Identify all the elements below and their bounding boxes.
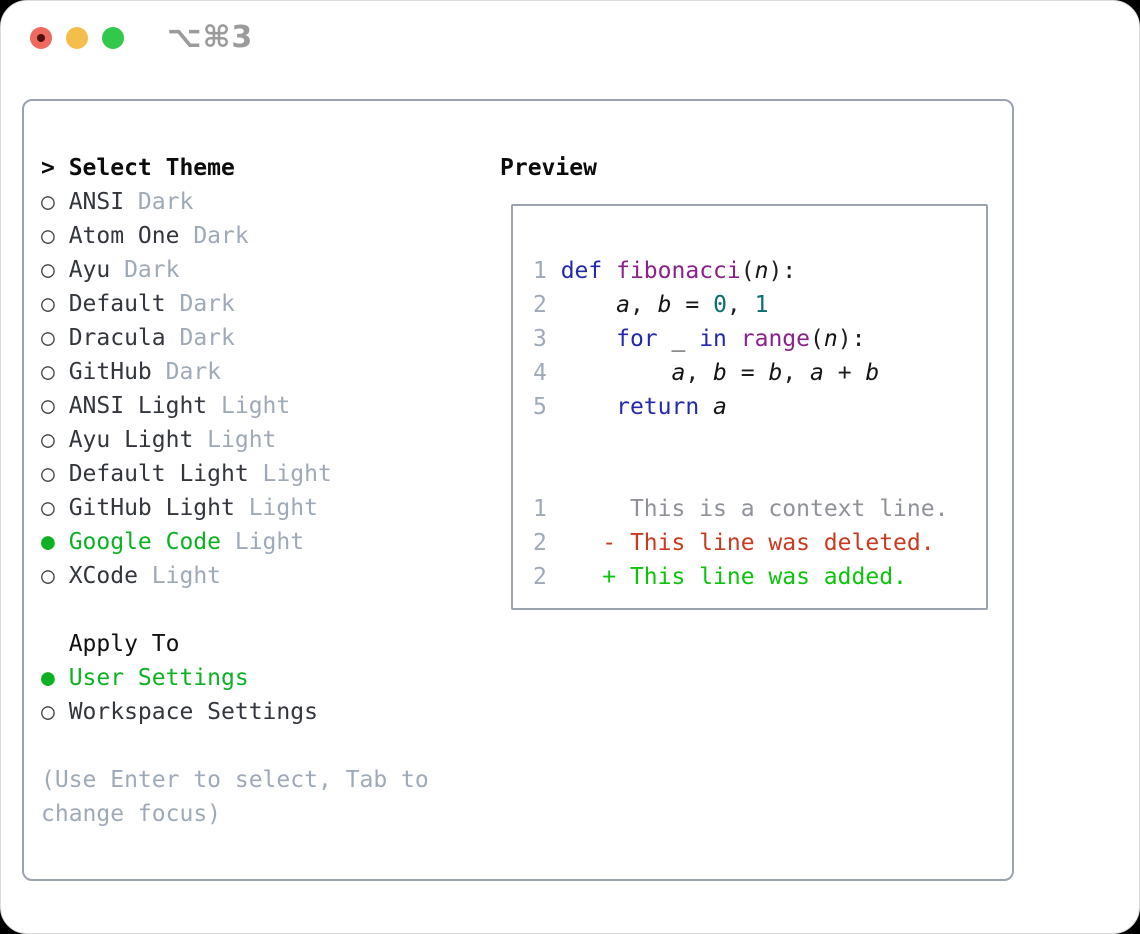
help-text-line-2: change focus) (41, 801, 222, 827)
theme-name: XCode (68, 563, 138, 589)
theme-variant-badge: Dark (110, 257, 180, 283)
select-theme-header: > Select Theme (41, 151, 429, 185)
theme-variant-badge: Light (193, 427, 277, 453)
preview-code-line: 4 a, b = b, a + b (533, 360, 880, 386)
theme-name: GitHub (68, 359, 152, 385)
theme-option-atom-one[interactable]: ○ Atom One Dark (41, 219, 429, 253)
theme-name: Ayu (68, 257, 111, 283)
theme-name: Atom One (68, 223, 180, 249)
apply-options-group: ● User Settings ○ Workspace Settings (41, 661, 429, 729)
zoom-button[interactable] (102, 27, 124, 49)
radio-icon: ○ (41, 223, 55, 249)
theme-variant-badge: Light (207, 393, 291, 419)
preview-code-line: 1 This is a context line. (533, 496, 949, 522)
theme-options-group: ○ ANSI Dark ○ Atom One Dark ○ Ayu Dark ○ Defaul… (41, 185, 429, 593)
code-preview: 1 def fibonacci(n): 2 a, b = 0, 1 3 for _ … (513, 206, 986, 594)
theme-variant-badge: Light (137, 563, 222, 589)
select-theme-label: Select Theme (68, 155, 235, 181)
apply-option-label: User Settings (68, 665, 249, 691)
window-title: ⌥⌘3 (167, 20, 254, 55)
prompt-icon: > (41, 155, 55, 181)
theme-variant-badge: Dark (165, 291, 235, 317)
apply-option-label: Workspace Settings (68, 699, 318, 725)
theme-option-dracula[interactable]: ○ Dracula Dark (41, 321, 429, 355)
theme-option-ayu[interactable]: ○ Ayu Dark (41, 253, 429, 287)
theme-name: ANSI (68, 189, 125, 215)
radio-icon: ○ (41, 257, 55, 283)
help-text-line-1: (Use Enter to select, Tab to (41, 767, 429, 793)
theme-option-ansi-light[interactable]: ○ ANSI Light Light (41, 389, 429, 423)
theme-variant-badge: Dark (179, 223, 249, 249)
preview-code-line: 5 return a (533, 394, 727, 420)
radio-icon: ○ (41, 461, 55, 487)
apply-to-header: Apply To (41, 627, 429, 661)
radio-selected-icon: ● (41, 665, 55, 691)
preview-code-line: 1 def fibonacci(n): (533, 258, 797, 284)
theme-option-github-light[interactable]: ○ GitHub Light Light (41, 491, 429, 525)
radio-icon: ○ (41, 427, 55, 453)
radio-icon: ○ (41, 393, 55, 419)
theme-variant-badge: Dark (151, 359, 222, 385)
preview-box: 1 def fibonacci(n): 2 a, b = 0, 1 3 for _ … (511, 204, 988, 610)
theme-option-xcode[interactable]: ○ XCode Light (41, 559, 429, 593)
apply-option-user-settings[interactable]: ● User Settings (41, 661, 429, 695)
close-button[interactable] (30, 27, 52, 49)
theme-option-github[interactable]: ○ GitHub Dark (41, 355, 429, 389)
spacer (41, 729, 429, 763)
theme-name: Dracula (68, 325, 166, 351)
theme-list: > Select Theme ○ ANSI Dark ○ Atom One Dark ○ A… (41, 151, 429, 831)
radio-icon: ○ (41, 563, 55, 589)
theme-selector-panel: > Select Theme ○ ANSI Dark ○ Atom One Dark ○ A… (22, 99, 1014, 881)
radio-selected-icon: ● (41, 529, 55, 555)
minimize-button[interactable] (66, 27, 88, 49)
apply-to-label: Apply To (68, 631, 180, 657)
theme-name: Default (68, 291, 166, 317)
theme-name: Default Light (68, 461, 249, 487)
radio-icon: ○ (41, 359, 55, 385)
window-titlebar: ⌥⌘3 (1, 1, 1139, 76)
preview-header: Preview (500, 155, 597, 181)
radio-icon: ○ (41, 699, 55, 725)
theme-variant-badge: Dark (124, 189, 194, 215)
radio-icon: ○ (41, 325, 55, 351)
preview-code-line: 2 - This line was deleted. (533, 530, 935, 556)
preview-code-line (533, 424, 986, 458)
theme-option-ansi[interactable]: ○ ANSI Dark (41, 185, 429, 219)
theme-name: ANSI Light (68, 393, 208, 419)
preview-code-line: 3 for _ in range(n): (533, 326, 866, 352)
radio-icon: ○ (41, 495, 55, 521)
theme-option-ayu-light[interactable]: ○ Ayu Light Light (41, 423, 429, 457)
spacer (41, 593, 429, 627)
theme-name: Ayu Light (68, 427, 194, 453)
apply-option-workspace-settings[interactable]: ○ Workspace Settings (41, 695, 429, 729)
theme-option-default-light[interactable]: ○ Default Light Light (41, 457, 429, 491)
preview-code-line: 2 + This line was added. (533, 564, 907, 590)
radio-icon: ○ (41, 291, 55, 317)
preview-code-line: 2 a, b = 0, 1 (533, 292, 769, 318)
theme-variant-badge: Light (221, 529, 305, 555)
theme-variant-badge: Light (248, 461, 332, 487)
theme-variant-badge: Light (234, 495, 318, 521)
theme-name: GitHub Light (68, 495, 235, 521)
preview-code-line (533, 458, 986, 492)
theme-option-default[interactable]: ○ Default Dark (41, 287, 429, 321)
theme-name: Google Code (68, 529, 222, 555)
radio-icon: ○ (41, 189, 55, 215)
theme-option-google-code[interactable]: ● Google Code Light (41, 525, 429, 559)
theme-variant-badge: Dark (165, 325, 235, 351)
